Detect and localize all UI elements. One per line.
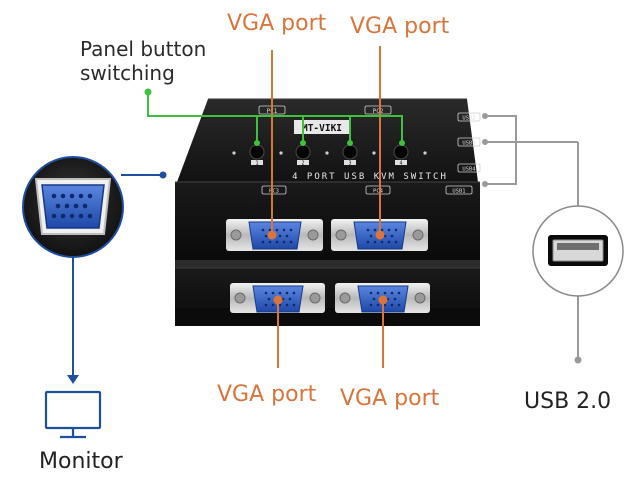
- svg-text:USB2: USB2: [462, 116, 475, 122]
- device-front-upper: 4 PORT USB KVM SWITCH PC3 PC4 USB1: [175, 172, 480, 260]
- model-text: 4 PORT USB KVM SWITCH: [292, 172, 448, 182]
- svg-text:PC4: PC4: [373, 189, 384, 195]
- vga-port-label-top-right: VGA port: [350, 14, 450, 39]
- panel-button-1[interactable]: 1: [249, 144, 265, 167]
- svg-text:PC3: PC3: [269, 189, 279, 195]
- panel-button-label: Panel button switching: [80, 37, 206, 85]
- device-seam: [175, 260, 480, 268]
- vga-port-label-top-left: VGA port: [227, 11, 327, 36]
- svg-text:USB4: USB4: [462, 167, 476, 173]
- device-top-face: [177, 98, 478, 182]
- svg-text:USB3: USB3: [462, 141, 475, 147]
- monitor-icon: [44, 390, 102, 439]
- monitor-arrow-head: [67, 375, 79, 384]
- panel-button-3[interactable]: 3: [342, 144, 358, 167]
- led-indicator: [423, 151, 427, 155]
- monitor-label: Monitor: [39, 449, 123, 474]
- svg-text:USB1: USB1: [452, 189, 465, 195]
- monitor-callout-lines: [72, 174, 163, 375]
- device-front-lower: [175, 267, 480, 326]
- side-usb-tags: USB2 USB3 USB4: [457, 112, 481, 173]
- panel-button-label-line1: Panel button: [80, 37, 207, 61]
- usb-port-icon: [532, 205, 624, 297]
- vga-connector-zoom-icon: [22, 156, 124, 258]
- panel-button-callout-lines: [147, 92, 403, 142]
- led-indicator: [279, 151, 283, 155]
- svg-text:2: 2: [301, 161, 304, 167]
- vga-callout-lines: [267, 46, 388, 368]
- led-indicator: [232, 151, 236, 155]
- led-indicator: [372, 151, 376, 155]
- pc2-tag: PC2: [373, 108, 384, 115]
- usb-callout-dots: [482, 113, 582, 364]
- svg-text:1: 1: [255, 161, 258, 167]
- panel-button-2[interactable]: 2: [295, 144, 311, 167]
- monitor-callout-dot: [159, 171, 167, 179]
- usb-label: USB 2.0: [524, 389, 612, 414]
- brand-badge: MT-VIKI: [294, 120, 350, 134]
- vga-port-label-bottom-right: VGA port: [340, 386, 440, 411]
- panel-buttons: 1 2 3 4: [232, 144, 427, 167]
- svg-text:MT-VIKI: MT-VIKI: [302, 123, 342, 134]
- svg-text:4: 4: [399, 161, 402, 167]
- led-indicator: [325, 151, 329, 155]
- panel-button-label-line2: switching: [80, 61, 175, 85]
- vga-port-label-bottom-left: VGA port: [217, 382, 317, 407]
- svg-text:3: 3: [348, 161, 351, 167]
- panel-button-callout-dots: [144, 88, 405, 146]
- panel-button-4[interactable]: 4: [393, 144, 409, 167]
